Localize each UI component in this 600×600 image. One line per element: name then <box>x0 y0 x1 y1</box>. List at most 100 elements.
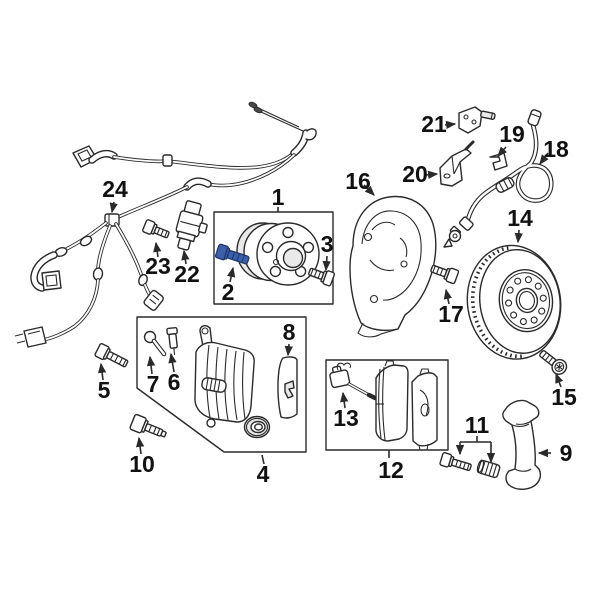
shield-hole <box>363 232 373 242</box>
callout-15-label[interactable]: 15 <box>551 384 577 410</box>
abs-sensor-tab <box>198 222 208 234</box>
callout-3-label[interactable]: 3 <box>321 231 334 257</box>
wheel-hub-assembly[interactable] <box>236 222 320 286</box>
callout-24-arrow <box>109 201 118 214</box>
screw-head-ring <box>554 361 565 372</box>
abs-sensor-bolt[interactable] <box>142 219 171 241</box>
rotor-set-screw[interactable] <box>537 347 570 377</box>
harness-connector-bottom[interactable] <box>23 326 47 348</box>
rotor-bolt-hole <box>534 282 542 290</box>
harness-grommet <box>138 273 148 287</box>
abs-sensor-body-line <box>180 220 200 228</box>
callout-17-label[interactable]: 17 <box>438 301 464 327</box>
caliper-bolt-lower[interactable] <box>129 413 169 442</box>
callout-2-arrow <box>227 266 236 283</box>
callout-24-label[interactable]: 24 <box>102 176 128 202</box>
callout-20-arrow <box>425 170 439 179</box>
guide-pin[interactable] <box>143 330 167 357</box>
highlighted-bolt-threads <box>231 251 245 263</box>
harness-branch-mid2-inner <box>41 279 99 341</box>
pad-outer-hole <box>420 403 430 417</box>
callout-4-label[interactable]: 4 <box>257 461 270 487</box>
pad-shim[interactable] <box>277 356 298 419</box>
callout-20-label[interactable]: 20 <box>402 161 428 187</box>
harness-connector-right[interactable] <box>143 289 164 311</box>
bleeder-body <box>168 333 178 349</box>
bracket-guide-bushing[interactable] <box>476 459 501 479</box>
shield-bolt[interactable] <box>429 262 460 285</box>
wear-sensor-probe-inner <box>348 383 370 396</box>
hose-bracket-upper[interactable] <box>458 106 496 134</box>
hose-bracket-lower[interactable] <box>439 140 475 187</box>
callout-9-label[interactable]: 9 <box>560 440 573 466</box>
shield-stamping-lines <box>369 221 408 272</box>
callout-23-label[interactable]: 23 <box>145 253 171 279</box>
callout-13-label[interactable]: 13 <box>333 405 359 431</box>
harness-connector-elbow[interactable] <box>41 270 62 291</box>
shield-inner-edge <box>361 210 422 301</box>
brake-rotor[interactable] <box>460 239 568 365</box>
bolt-threads <box>432 265 444 276</box>
brake-pad-outer[interactable] <box>411 368 438 451</box>
brake-pad-inner[interactable] <box>375 360 409 442</box>
bushing-end <box>476 459 484 474</box>
callout-21-label[interactable]: 21 <box>421 111 447 137</box>
callout-16-label[interactable]: 16 <box>345 168 371 194</box>
abs-sensor-tip <box>177 237 191 251</box>
bolt-threads <box>310 268 322 279</box>
callout-6-label[interactable]: 6 <box>168 369 181 395</box>
callout-7-label[interactable]: 7 <box>147 371 160 397</box>
bolt-head <box>445 267 460 285</box>
brake-caliper[interactable] <box>194 325 255 428</box>
callout-18-label[interactable]: 18 <box>543 136 569 162</box>
hose-top-fitting <box>527 109 542 127</box>
abs-sensor[interactable] <box>172 200 212 254</box>
pad-inner-outline <box>375 364 409 442</box>
pad-outer-outline <box>411 372 438 447</box>
hose-sleeve <box>495 177 515 193</box>
abs-wire-harness[interactable] <box>14 101 317 348</box>
wear-sensor[interactable] <box>328 362 378 401</box>
wear-sensor-tip <box>366 392 378 401</box>
callout-8-label[interactable]: 8 <box>283 319 296 345</box>
hub-lug-hole <box>269 265 282 278</box>
callout-8-arrow <box>284 343 293 357</box>
harness-boot-mid-inner <box>184 178 211 190</box>
callout-11-bracket <box>460 436 491 443</box>
callout-6-arrow <box>168 352 177 373</box>
callout-14-label[interactable]: 14 <box>507 205 533 231</box>
caliper-bracket[interactable] <box>502 399 542 490</box>
callout-10-label[interactable]: 10 <box>129 451 155 477</box>
callout-21-arrow <box>444 120 457 130</box>
callout-19-label[interactable]: 19 <box>499 121 525 147</box>
splash-shield[interactable] <box>349 195 437 338</box>
rotor-bolt-hole <box>524 276 532 284</box>
callout-10-arrow <box>135 436 145 455</box>
callout-22-label[interactable]: 22 <box>174 261 200 287</box>
hub-small-hole <box>272 258 280 266</box>
callout-11-label[interactable]: 11 <box>465 412 490 438</box>
callout-5-label[interactable]: 5 <box>98 377 111 403</box>
callout-4-line <box>261 454 265 465</box>
rotor-bolt-hole <box>510 311 518 319</box>
callout-12-label[interactable]: 12 <box>378 457 404 483</box>
callout-1-label[interactable]: 1 <box>272 184 285 210</box>
pad-outer-ears <box>418 368 430 451</box>
rotor-center-bore <box>518 290 535 310</box>
harness-boot-right-inner <box>291 130 309 156</box>
bolt-threads <box>109 353 127 367</box>
bleeder-tip <box>173 347 176 355</box>
brake-hose[interactable] <box>443 109 554 248</box>
harness-branch-mid-inner <box>97 225 111 269</box>
hub-flange-bolt[interactable] <box>307 265 336 287</box>
caliper-arm-eyelet <box>201 327 209 335</box>
harness-connector-elbow-face <box>45 274 58 287</box>
callout-2-label[interactable]: 2 <box>222 279 235 305</box>
caliper-bolt-upper[interactable] <box>94 343 129 370</box>
bracket-guide-bolt[interactable] <box>439 452 473 473</box>
hub-bolt-highlighted[interactable] <box>214 243 250 267</box>
harness-boot-hook <box>305 128 317 141</box>
caliper-piston-boot[interactable] <box>243 415 271 439</box>
harness-connector-bottom-pins <box>14 330 41 344</box>
